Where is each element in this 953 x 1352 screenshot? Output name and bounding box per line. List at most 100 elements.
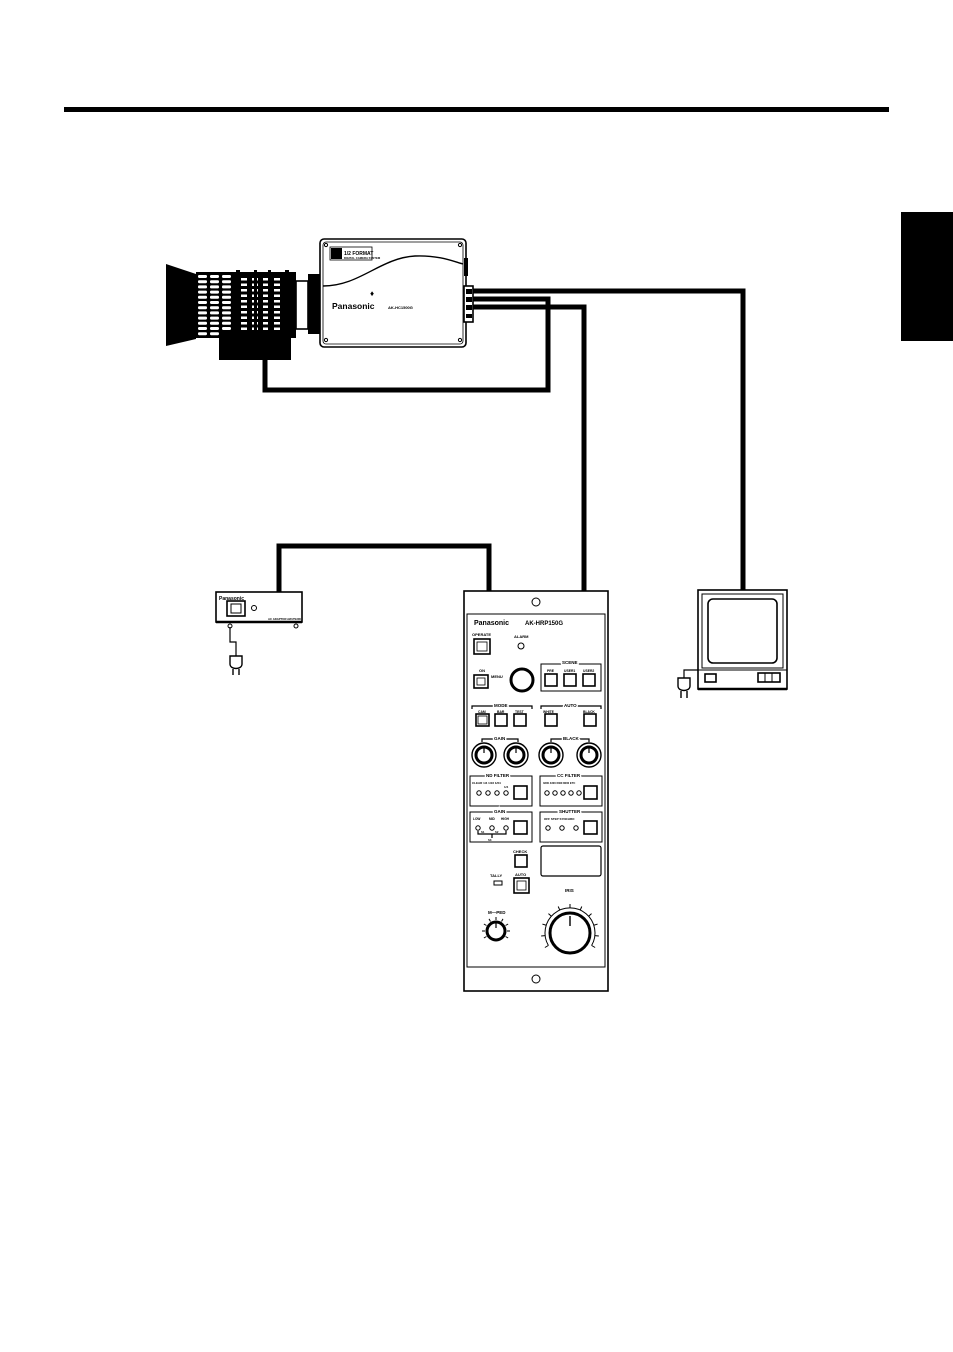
lens-grip-slot	[241, 300, 247, 303]
adaptor-power-switch[interactable]	[226, 600, 246, 617]
lens-grip-slot	[210, 306, 219, 310]
mped-tick	[501, 918, 504, 922]
monitor-control-block[interactable]	[757, 672, 781, 683]
iris-tick	[544, 945, 549, 948]
panel-model: AK-HRP150G	[525, 621, 563, 627]
scene-user1-button[interactable]	[563, 673, 577, 687]
on-button[interactable]	[473, 674, 489, 689]
camera-model: AK-HC1500G	[388, 305, 413, 310]
scene-pre-label: PRE	[547, 669, 555, 673]
operate-button[interactable]	[473, 638, 491, 655]
rgb-knob[interactable]	[474, 745, 494, 765]
lens-grip-slot	[198, 295, 207, 299]
lens-mount-ring	[308, 274, 320, 334]
shutter-led	[573, 825, 579, 831]
nd-led	[494, 790, 500, 796]
auto-iris-label: AUTO	[515, 872, 526, 877]
lens-grip-slot	[263, 316, 269, 319]
lens-grip-slot	[210, 280, 219, 284]
mode-bracket	[471, 705, 533, 709]
cable-power-to-panel	[276, 543, 492, 592]
nd-led	[503, 790, 509, 796]
lens-grip-slot	[222, 301, 231, 304]
gain-high-label: HIGH	[501, 817, 510, 821]
camera-brand: Panasonic	[332, 301, 375, 311]
camera-screw	[323, 242, 329, 248]
auto-bracket	[540, 705, 602, 709]
mode-cam-label: CAM	[478, 710, 486, 714]
nd-filter-button[interactable]	[513, 785, 528, 800]
operate-button-face	[476, 641, 488, 652]
menu-dial[interactable]	[509, 667, 535, 693]
lens-grip-slot	[198, 280, 207, 284]
lens-mount	[295, 280, 309, 330]
lens-grip-slot	[198, 290, 207, 294]
cc-led	[544, 790, 550, 796]
auto-black-label: BLACK	[583, 710, 595, 714]
gain-led	[489, 825, 495, 831]
cc-led	[552, 790, 558, 796]
rgb-knob[interactable]	[506, 745, 526, 765]
lens-ring-a	[236, 270, 240, 340]
lens-grip-slot	[241, 327, 247, 330]
lens-grip-slot	[198, 316, 207, 320]
lens-ring-b	[254, 270, 257, 340]
lens-grip-slot	[263, 294, 269, 297]
alarm-label: ALARM	[514, 634, 529, 639]
lens-grip-slot	[198, 285, 207, 289]
lens-grip-slot	[274, 327, 280, 330]
monitor-power-cord	[683, 669, 698, 678]
mode-bar-button[interactable]	[494, 713, 508, 727]
mode-test-button[interactable]	[513, 713, 527, 727]
iris-dial[interactable]	[548, 911, 592, 955]
auto-black-button[interactable]	[583, 713, 597, 727]
nd-filter-label: ND FILTER	[486, 773, 510, 778]
rgb-knob[interactable]	[579, 745, 599, 765]
lens-grip-slot	[210, 290, 219, 294]
lens-grip-slot	[210, 285, 219, 289]
mode-bar-label: BAR	[497, 710, 505, 714]
rgb-knob[interactable]	[541, 745, 561, 765]
iris-label: IRIS	[565, 888, 574, 893]
check-button[interactable]	[514, 854, 528, 868]
shutter-button[interactable]	[583, 820, 598, 835]
section-tab	[901, 212, 953, 341]
lens-grip-slot	[263, 311, 269, 314]
lens-grip-slot	[263, 300, 269, 303]
format-badge-logo	[331, 248, 342, 259]
lens-grip-slot	[241, 289, 247, 292]
auto-iris-button[interactable]	[513, 877, 530, 894]
camera-connector	[466, 289, 472, 294]
lens-grip-slot	[274, 294, 280, 297]
lens-grip-slot	[241, 294, 247, 297]
mped-tick	[505, 923, 509, 926]
lens-grip-slot	[198, 321, 207, 325]
iris-tick	[588, 913, 592, 917]
scene-pre-button[interactable]	[544, 673, 558, 687]
alarm-led	[517, 642, 525, 650]
camera-indicator: ♦	[370, 289, 374, 298]
gain-mid-label: MID	[489, 817, 496, 821]
gain-select-button[interactable]	[513, 820, 528, 835]
auto-label: AUTO	[564, 703, 577, 708]
cc-filter-button[interactable]	[583, 785, 598, 800]
gain-select-label: GAIN	[494, 809, 505, 814]
lens-grip-slot	[222, 285, 231, 289]
iris-tick	[548, 913, 552, 917]
mode-test-label: TEST	[515, 710, 525, 714]
monitor-power-button[interactable]	[704, 673, 717, 683]
panel-mount-hole-top	[531, 597, 541, 607]
lens-grip-slot	[210, 332, 219, 336]
scene-user2-button[interactable]	[582, 673, 596, 687]
mode-cam-button[interactable]	[475, 713, 490, 727]
rgb-knobs	[471, 742, 602, 768]
lens-grip-slot	[263, 327, 269, 330]
camera-screw	[457, 242, 463, 248]
auto-white-label: WHITE	[543, 710, 555, 714]
power-plug-icon	[677, 677, 691, 692]
auto-white-button[interactable]	[544, 713, 558, 727]
lens-hood	[166, 264, 196, 346]
lens-grip-slot	[274, 289, 280, 292]
camera-rear-block	[463, 285, 474, 323]
panel-mount-hole-bottom	[531, 974, 541, 984]
